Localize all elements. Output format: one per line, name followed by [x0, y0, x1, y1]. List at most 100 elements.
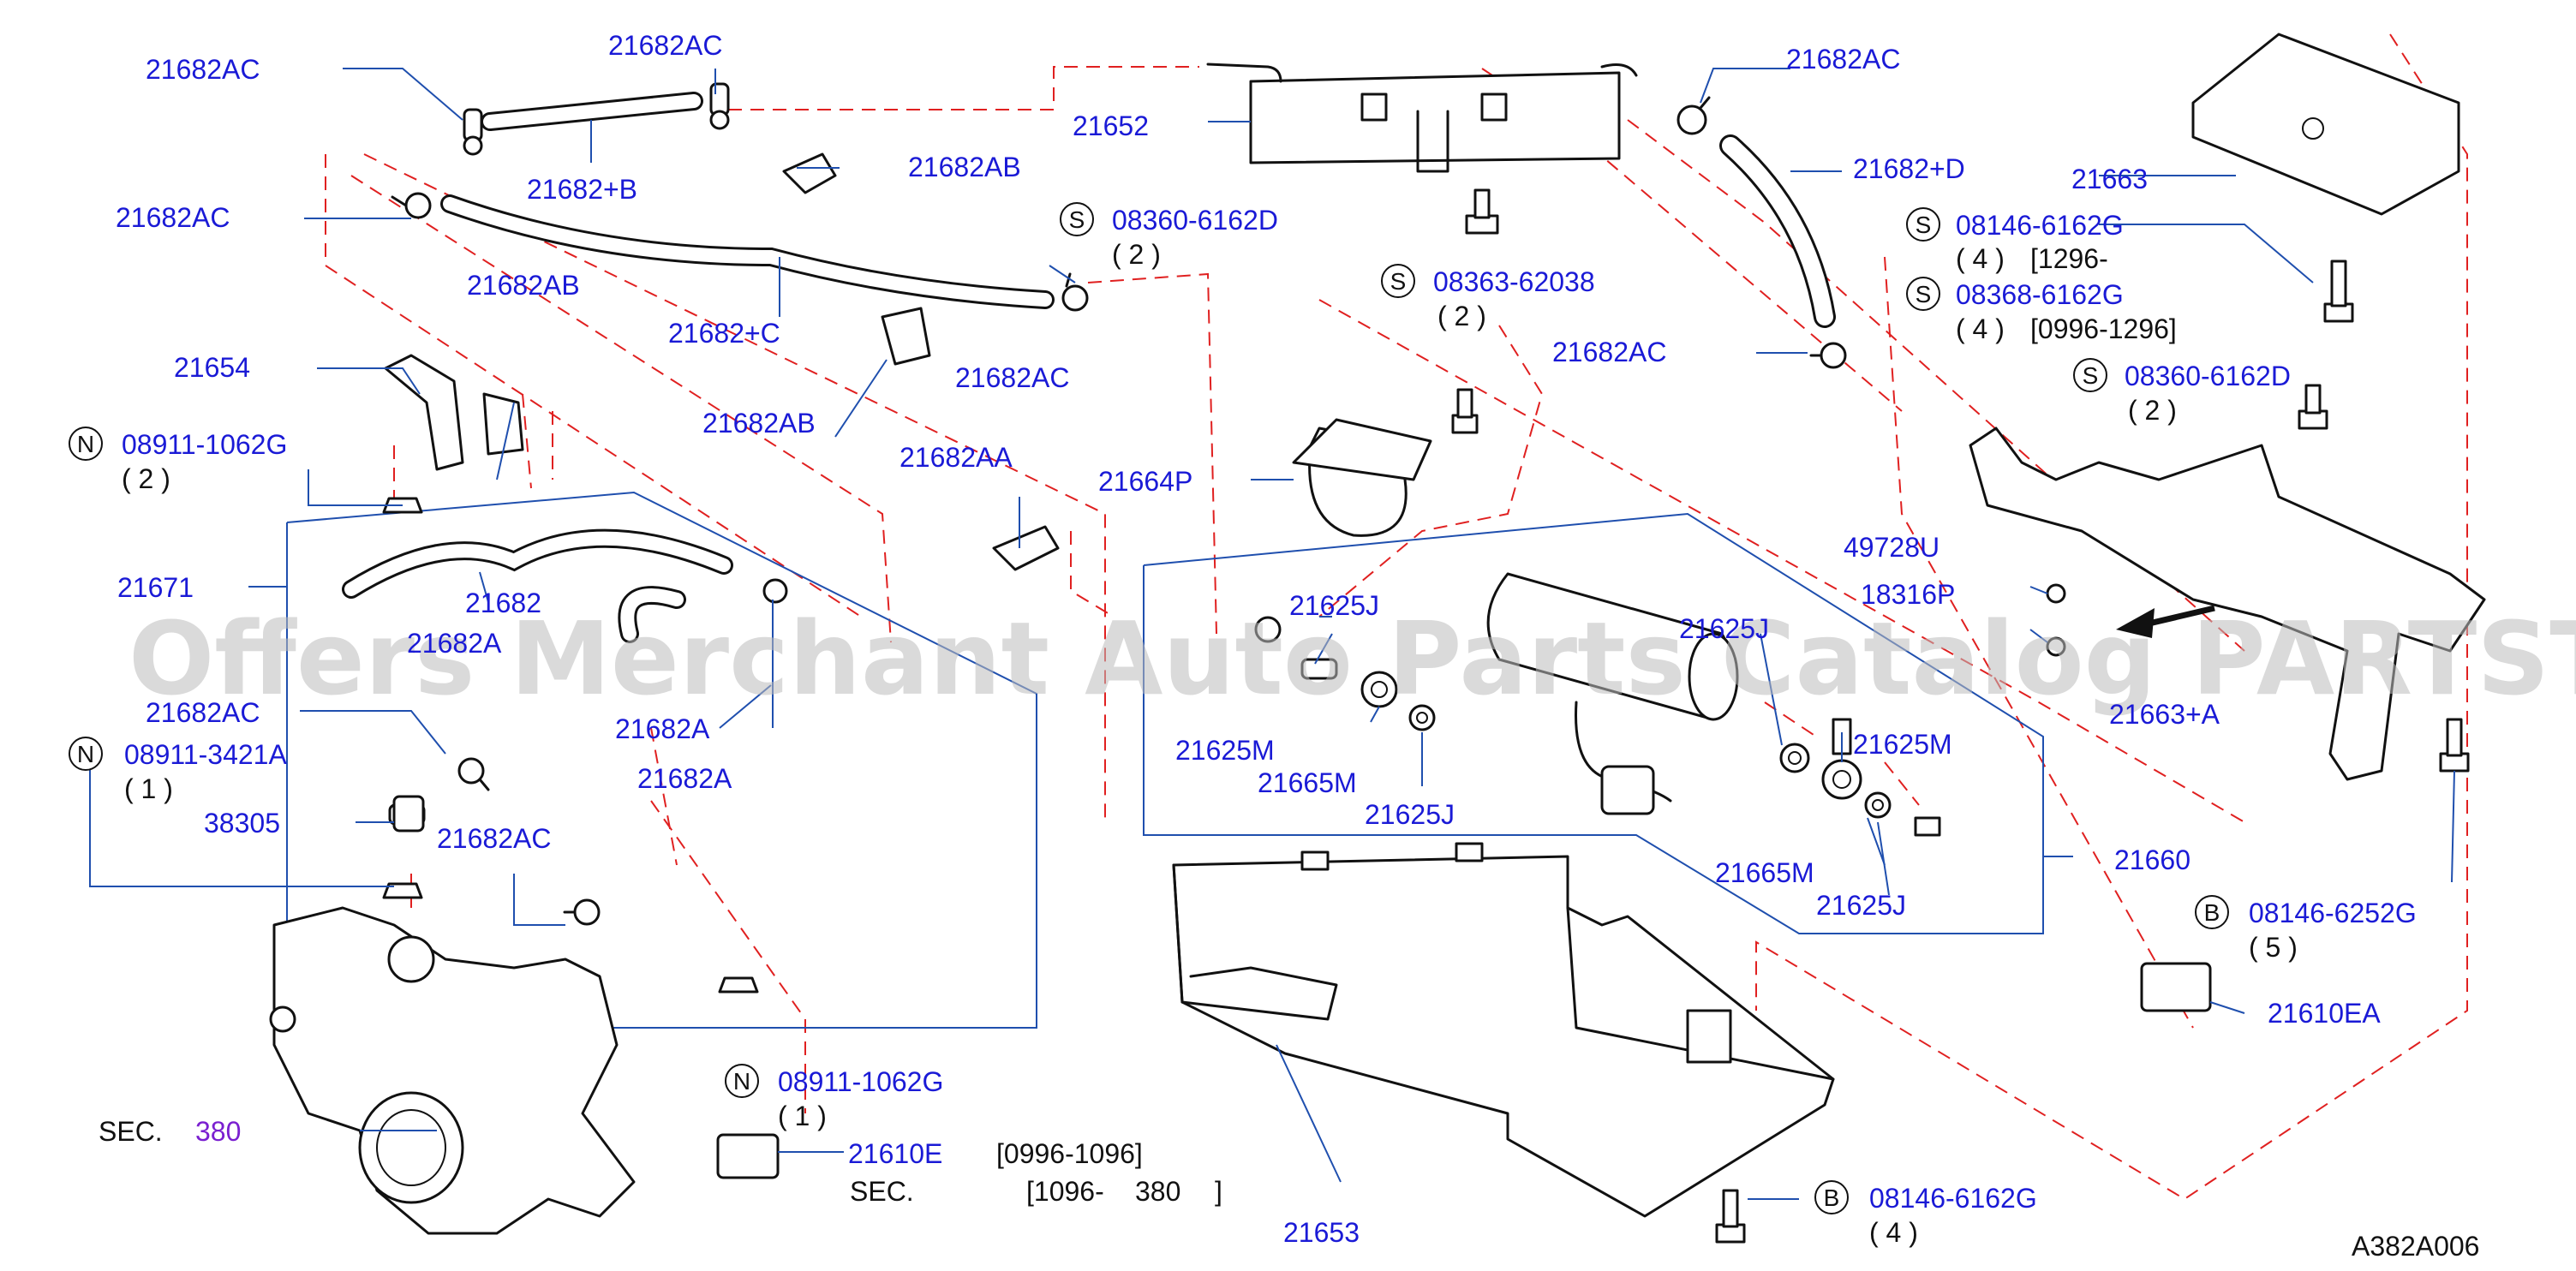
fastener-qty-g: ( 1 )	[124, 773, 173, 804]
svg-text:S: S	[1069, 206, 1085, 233]
connector-icons	[716, 962, 2212, 1179]
symbol-b-2: B	[1814, 1180, 1849, 1214]
sec-label-a: SEC.	[99, 1116, 163, 1147]
fastener-range-d: [0996-1296]	[2030, 313, 2177, 344]
label-21682-d: 21682+D	[1853, 153, 1965, 184]
hose-21682-d	[1719, 134, 1836, 328]
hose-21682-c	[440, 194, 1055, 309]
fastener-08911-3421a: 08911-3421A	[124, 739, 287, 770]
fastener-08911-1062g-a: 08911-1062G	[122, 429, 287, 460]
clip-icons	[482, 152, 1060, 571]
label-21665m-b: 21665M	[1715, 857, 1814, 888]
label-21682ac-g: 21682AC	[146, 697, 260, 728]
fastener-qty-f: ( 2 )	[122, 463, 170, 494]
fastener-labels: 08360-6162D ( 2 ) 08363-62038 ( 2 ) 0814…	[122, 205, 2417, 1248]
label-21625j-c: 21625J	[1679, 613, 1769, 644]
fastener-08146-6162g-b: 08146-6162G	[1869, 1183, 2037, 1214]
label-21671: 21671	[117, 572, 194, 603]
fastener-qty-h: ( 1 )	[778, 1101, 827, 1131]
symbol-s-3: S	[1906, 207, 1940, 242]
cover-21653	[1172, 842, 1835, 1218]
label-21682ac-b: 21682AC	[608, 30, 722, 61]
svg-text:S: S	[1916, 281, 1932, 307]
date-range-2-num: 380	[1135, 1176, 1180, 1207]
group-frame-21660	[1143, 512, 2044, 934]
svg-text:N: N	[733, 1068, 750, 1095]
fastener-08146-6162g: 08146-6162G	[1956, 210, 2124, 241]
label-21682ab-a: 21682AB	[908, 152, 1021, 182]
fastener-qty-j: ( 4 )	[1869, 1217, 1918, 1248]
bracket-21663-a	[1969, 427, 2486, 781]
sec-number-a: 380	[195, 1116, 241, 1147]
label-21682ab-b: 21682AB	[467, 270, 580, 301]
label-38305: 38305	[204, 808, 280, 838]
label-21682ab-c: 21682AB	[702, 408, 816, 439]
svg-text:S: S	[1390, 268, 1407, 295]
fastener-qty-d: ( 4 )	[1956, 313, 2005, 344]
label-21682a-c: 21682A	[637, 763, 732, 794]
symbol-circles: S S S S S N N N B B	[69, 202, 2229, 1214]
arrow-icon	[2116, 605, 2215, 638]
symbol-s-2: S	[1381, 264, 1415, 298]
fastener-08368-6162g: 08368-6162G	[1956, 279, 2124, 310]
fastener-08911-1062g-b: 08911-1062G	[778, 1066, 943, 1097]
svg-text:S: S	[1916, 212, 1932, 238]
label-21682ac-a: 21682AC	[146, 54, 260, 85]
fastener-qty-b: ( 2 )	[1437, 301, 1486, 331]
label-21682aa: 21682AA	[900, 442, 1013, 473]
watermark-text: Offers Merchant Auto Parts Catalog PARTS…	[129, 600, 2576, 718]
fastener-qty-c: ( 4 )	[1956, 243, 2005, 274]
fastener-08360-6162d-b: 08360-6162D	[2125, 361, 2291, 391]
fastener-08146-6252g: 08146-6252G	[2249, 898, 2417, 928]
fastener-qty-e: ( 2 )	[2128, 395, 2177, 426]
label-21654: 21654	[174, 352, 250, 383]
svg-text:N: N	[77, 431, 94, 457]
fitting-38305	[392, 795, 425, 832]
label-21682a-a: 21682A	[407, 628, 502, 659]
clamp-icons	[391, 82, 1847, 926]
symbol-s-1: S	[1060, 202, 1094, 236]
label-21682ac-d: 21682AC	[955, 362, 1069, 393]
svg-text:B: B	[2204, 899, 2220, 926]
label-21682-b: 21682+B	[527, 174, 637, 205]
diagram-code: A382A006	[2352, 1231, 2479, 1262]
label-21625m-b: 21625M	[1853, 729, 1952, 760]
fastener-qty-i: ( 5 )	[2249, 932, 2298, 963]
label-21663: 21663	[2071, 164, 2148, 194]
fastener-range-c: [1296-	[2030, 243, 2108, 274]
label-21610e: 21610E	[848, 1138, 942, 1169]
symbol-b-1: B	[2195, 895, 2229, 929]
svg-text:S: S	[2083, 362, 2099, 389]
differential-housing	[269, 906, 636, 1235]
label-21682: 21682	[465, 588, 541, 618]
label-21652: 21652	[1073, 110, 1149, 141]
symbol-s-5: S	[2073, 358, 2107, 392]
band-21664p	[1292, 418, 1432, 537]
label-18316p: 18316P	[1861, 579, 1955, 610]
label-21625j-b: 21625J	[1365, 799, 1455, 830]
hose-21682	[342, 528, 733, 599]
label-49728u: 49728U	[1844, 532, 1939, 563]
label-21682-c: 21682+C	[668, 318, 780, 349]
section-references: SEC. 380 [0996-1096] SEC. [1096- 380 ] A…	[99, 1116, 2479, 1262]
fastener-08363-62038: 08363-62038	[1433, 266, 1595, 297]
bracket-21663	[2191, 33, 2460, 216]
svg-text:B: B	[1824, 1184, 1840, 1211]
part-labels: 21682AC 21682AC 21682+B 21682AB 21682AC …	[116, 30, 2381, 1248]
bracket-21654	[384, 354, 464, 471]
label-21682ac-h: 21682AC	[437, 823, 551, 854]
label-21660: 21660	[2114, 844, 2190, 875]
part-21652-canister	[1206, 63, 1638, 173]
leader-lines	[89, 68, 2455, 1200]
svg-text:N: N	[77, 741, 94, 767]
label-21625m-a: 21625M	[1175, 735, 1275, 766]
label-21682ac-c: 21682AC	[116, 202, 230, 233]
symbol-n-1: N	[69, 427, 103, 461]
symbol-n-2: N	[69, 737, 103, 771]
solenoid-21660	[1486, 572, 1852, 815]
sec-label-b: SEC.	[850, 1176, 914, 1207]
label-21665m-a: 21665M	[1258, 767, 1357, 798]
symbol-s-4: S	[1906, 277, 1940, 311]
label-21610ea: 21610EA	[2268, 998, 2381, 1029]
